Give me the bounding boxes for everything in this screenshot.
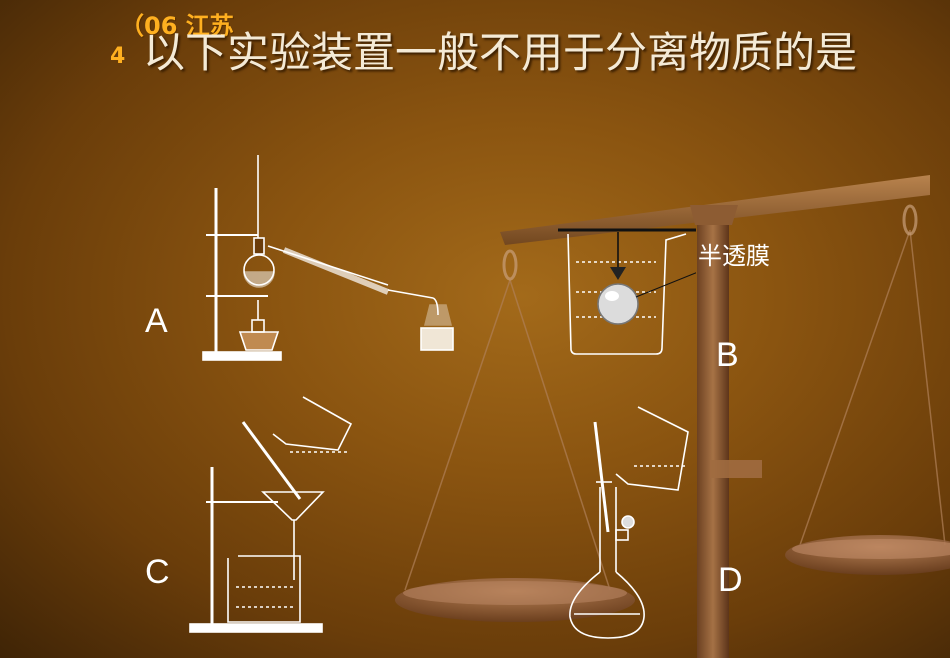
question-number: 4 bbox=[110, 44, 126, 69]
option-b-label: B bbox=[716, 336, 739, 374]
semipermeable-membrane-label: 半透膜 bbox=[698, 242, 770, 270]
filtration-apparatus-diagram bbox=[189, 396, 353, 633]
option-d-label: D bbox=[718, 561, 743, 599]
source-tag: （06 江苏 bbox=[120, 12, 234, 40]
question-title: 以下实验装置一般不用于分离物质的是 bbox=[142, 28, 857, 77]
option-c-label: C bbox=[145, 553, 170, 591]
volumetric-flask-diagram bbox=[569, 406, 689, 639]
option-a-label: A bbox=[145, 302, 168, 340]
dialysis-beaker-diagram bbox=[558, 228, 696, 355]
distillation-apparatus-diagram bbox=[202, 155, 454, 361]
